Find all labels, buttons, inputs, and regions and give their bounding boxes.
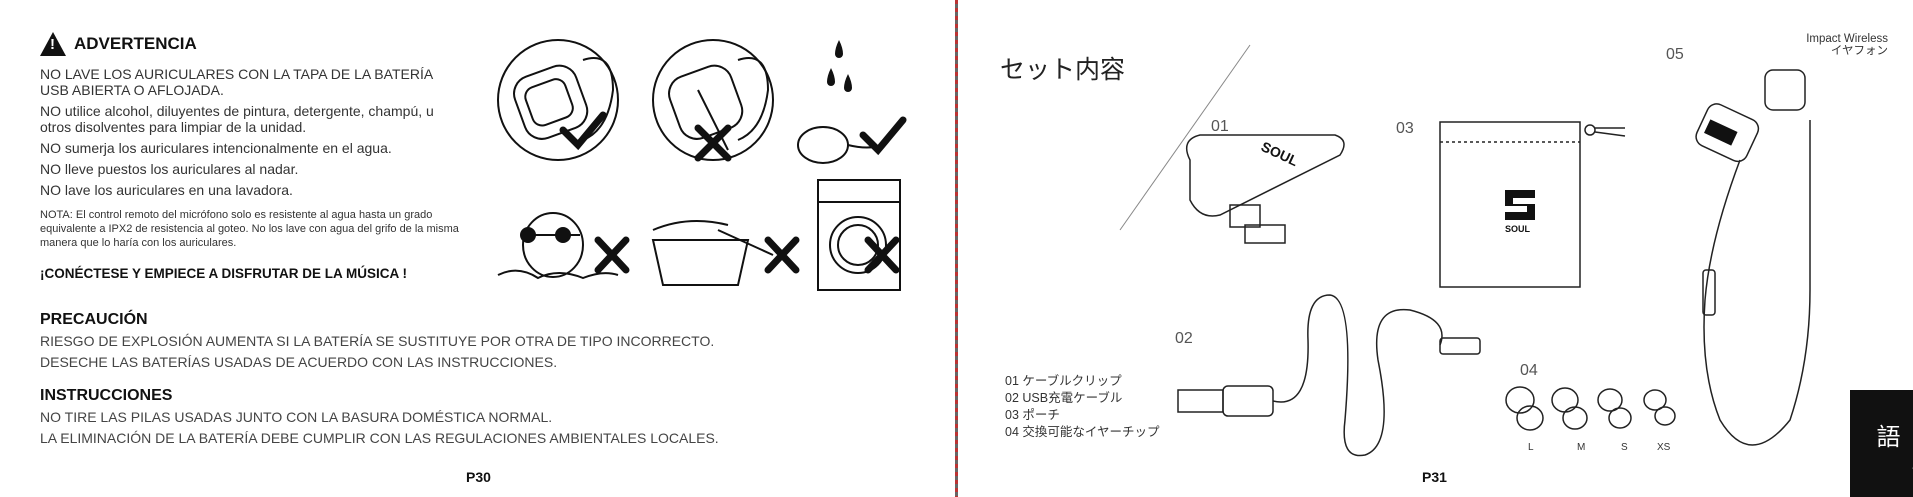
cross-icon bbox=[764, 236, 800, 274]
left-page: ! ADVERTENCIA NO LAVE LOS AURICULARES CO… bbox=[0, 0, 955, 497]
item-number-02: 02 bbox=[1175, 330, 1193, 347]
legend-item: 01 ケーブルクリップ bbox=[1005, 374, 1122, 388]
earbud-logo-icon bbox=[1704, 119, 1738, 146]
soul-logo-icon bbox=[1505, 190, 1535, 220]
check-icon bbox=[559, 111, 607, 151]
legend-item: 03 ポーチ bbox=[1005, 408, 1060, 422]
precaution-body: RIESGO DE EXPLOSIÓN AUMENTA SI LA BATERÍ… bbox=[40, 331, 714, 373]
connect-tagline: ¡CONÉCTESE Y EMPIECE A DISFRUTAR DE LA M… bbox=[40, 266, 408, 281]
language-tab-label: 日本語 bbox=[1872, 424, 1913, 476]
instructions-line: LA ELIMINACIÓN DE LA BATERÍA DEBE CUMPLI… bbox=[40, 430, 719, 446]
page-divider bbox=[955, 0, 958, 497]
precaution-line: DESECHE LAS BATERÍAS USADAS DE ACUERDO C… bbox=[40, 354, 558, 370]
item-number-03: 03 bbox=[1396, 120, 1414, 137]
drop-icon bbox=[827, 68, 835, 86]
earbud-open-cover-illustration bbox=[652, 39, 774, 161]
instructions-line: NO TIRE LAS PILAS USADAS JUNTO CON LA BA… bbox=[40, 409, 553, 425]
tip-size-label: M bbox=[1577, 442, 1586, 453]
product-name-line1: Impact Wireless bbox=[1806, 33, 1888, 45]
usb-cable-illustration bbox=[1177, 294, 1481, 457]
warning-icon: ! bbox=[40, 32, 66, 56]
ipx2-note: NOTA: El control remoto del micrófono so… bbox=[40, 209, 459, 249]
warning-item: NO utilice alcohol, diluyentes de pintur… bbox=[40, 103, 434, 135]
check-icon bbox=[859, 116, 907, 156]
goggle-icon bbox=[520, 227, 536, 243]
precaution-title: PRECAUCIÓN bbox=[40, 311, 148, 328]
cross-icon bbox=[864, 236, 900, 274]
instructions-body: NO TIRE LAS PILAS USADAS JUNTO CON LA BA… bbox=[40, 407, 719, 449]
ear-tips-illustration bbox=[1505, 386, 1676, 431]
warning-illustrations bbox=[497, 39, 907, 291]
precaution-line: RIESGO DE EXPLOSIÓN AUMENTA SI LA BATERÍ… bbox=[40, 333, 715, 349]
drop-icon bbox=[844, 74, 852, 92]
tip-size-label: XS bbox=[1657, 442, 1671, 453]
sink-washing-illustration bbox=[651, 220, 774, 286]
clip-logo-text: SOUL bbox=[1259, 138, 1301, 169]
cable-clip-illustration bbox=[1185, 134, 1345, 244]
pouch-logo-text: SOUL bbox=[1505, 224, 1531, 234]
drop-icon bbox=[835, 40, 843, 58]
warning-heading: ! ADVERTENCIA bbox=[40, 32, 197, 56]
legend-item: 02 USB充電ケーブル bbox=[1005, 391, 1123, 405]
package-contents-illustrations: SOUL SOUL bbox=[1119, 44, 1811, 457]
pouch-illustration bbox=[1439, 121, 1626, 288]
earbud-closed-cover-illustration bbox=[497, 39, 619, 161]
warning-title: ADVERTENCIA bbox=[74, 34, 197, 53]
washing-machine-illustration bbox=[817, 179, 901, 291]
cross-icon bbox=[594, 236, 630, 274]
contents-legend: 01 ケーブルクリップ 02 USB充電ケーブル 03 ポーチ 04 交換可能な… bbox=[1005, 373, 1160, 441]
page-number-right: P31 bbox=[1422, 469, 1447, 485]
item-number-05: 05 bbox=[1666, 46, 1684, 63]
warning-item: NO LAVE LOS AURICULARES CON LA TAPA DE L… bbox=[40, 66, 433, 98]
swimmer-illustration bbox=[497, 212, 619, 280]
cross-icon bbox=[694, 124, 732, 162]
instructions-title: INSTRUCCIONES bbox=[40, 387, 173, 404]
earphones-illustration bbox=[1695, 69, 1811, 446]
goggle-icon bbox=[555, 227, 571, 243]
warning-item: NO sumerja los auriculares intencionalme… bbox=[40, 140, 392, 156]
decorative-line bbox=[1119, 44, 1251, 231]
item-number-04: 04 bbox=[1520, 362, 1538, 379]
legend-item: 04 交換可能なイヤーチップ bbox=[1005, 425, 1160, 439]
tip-size-label: S bbox=[1621, 442, 1628, 453]
language-tab: 日本語 bbox=[1850, 390, 1913, 497]
warning-list: NO LAVE LOS AURICULARES CON LA TAPA DE L… bbox=[40, 66, 460, 203]
item-number-01: 01 bbox=[1211, 118, 1229, 135]
product-name-line2: イヤフォン bbox=[1830, 45, 1888, 57]
page-number-left: P30 bbox=[466, 469, 491, 485]
warning-item: NO lave los auriculares en una lavadora. bbox=[40, 182, 293, 198]
tip-size-label: L bbox=[1528, 442, 1534, 453]
warning-item: NO lleve puestos los auriculares al nada… bbox=[40, 161, 299, 177]
product-name: Impact Wireless イヤフォン bbox=[1806, 33, 1888, 57]
contents-title: セット内容 bbox=[1000, 56, 1126, 84]
